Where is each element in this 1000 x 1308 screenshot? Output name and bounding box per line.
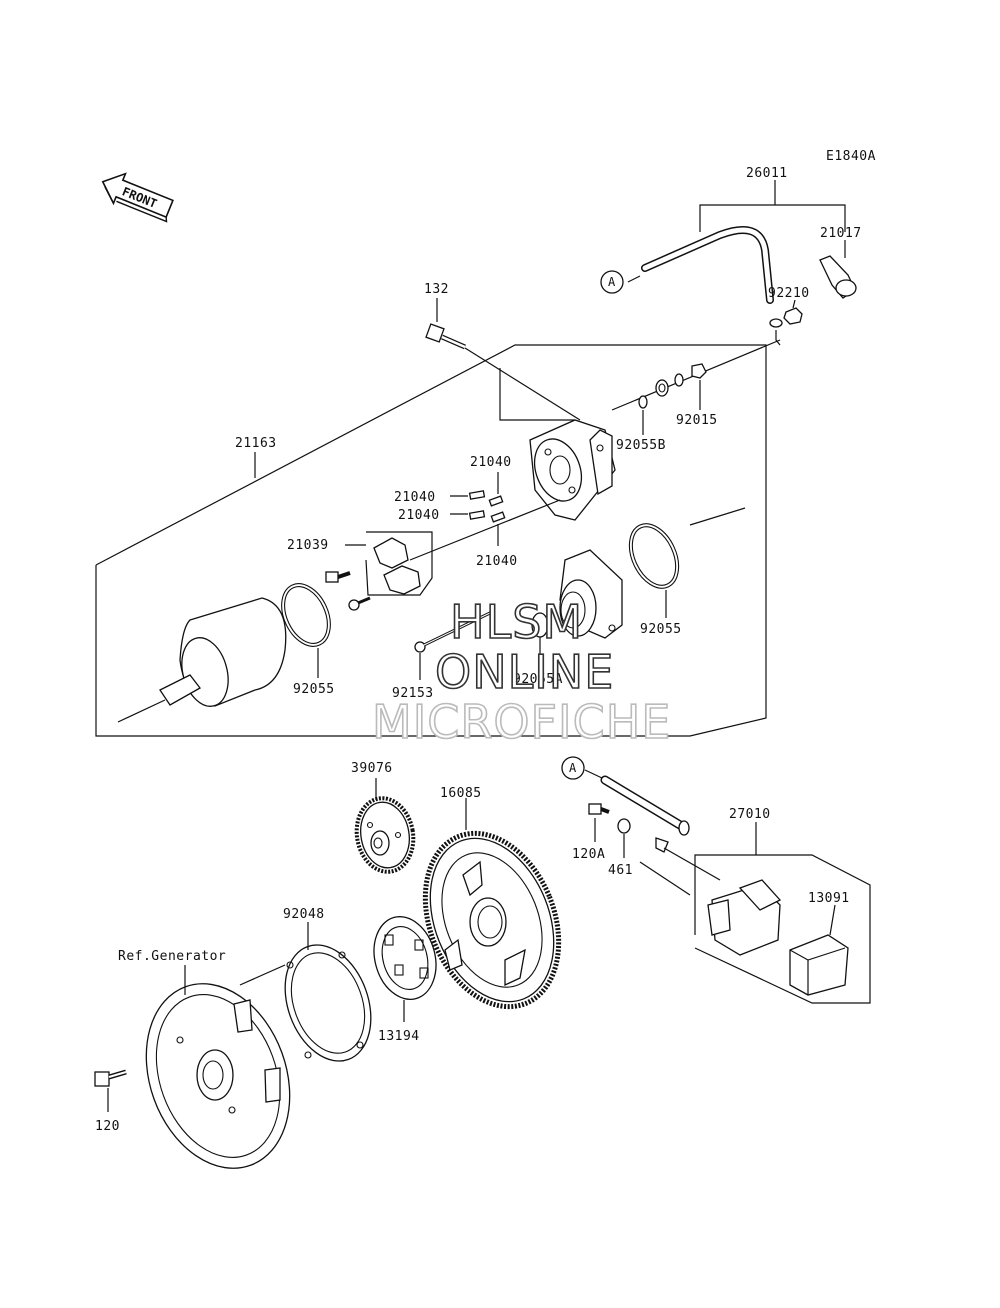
label-461: 461 (608, 863, 633, 878)
oring-92055-left (281, 583, 331, 647)
label-21039: 21039 (287, 538, 329, 553)
brush-holder-21039 (325, 531, 433, 611)
label-21040-bottom: 21040 (476, 554, 518, 569)
starter-gear-16085 (422, 798, 562, 1010)
label-21040-left2: 21040 (398, 508, 440, 523)
clutch-plate-92048 (239, 922, 372, 1062)
end-cover (529, 419, 616, 521)
brush-springs-21040 (409, 472, 561, 561)
assembly-box-21163 (95, 344, 767, 737)
label-120: 120 (95, 1119, 120, 1134)
bolt-120A (588, 803, 610, 842)
label-92055-left: 92055 (293, 682, 335, 697)
label-21040-top: 21040 (470, 455, 512, 470)
label-92055A: 92055A (513, 672, 563, 687)
label-120A: 120A (572, 847, 605, 862)
bolt-120 (94, 1069, 127, 1112)
starter-relay (707, 879, 782, 956)
label-92048: 92048 (283, 907, 325, 922)
starter-cable-26011 (627, 180, 857, 346)
watermark-line2: ONLINE (435, 645, 614, 699)
label-13091: 13091 (808, 891, 850, 906)
idle-gear-39076 (354, 778, 416, 874)
label-13194: 13194 (378, 1029, 420, 1044)
through-bolt-92153 (414, 610, 493, 680)
label-27010: 27010 (729, 807, 771, 822)
label-132: 132 (424, 282, 449, 297)
relay-cover-13091 (789, 904, 849, 996)
watermark-line3: MICROFICHE (372, 695, 671, 749)
label-16085: 16085 (440, 786, 482, 801)
generator-rotor (145, 965, 291, 1169)
label-92055B: 92055B (616, 438, 666, 453)
label-92210: 92210 (768, 286, 810, 301)
ref-marker-a-bottom: A (561, 756, 603, 780)
nut-461 (617, 818, 631, 834)
diagram-code: E1840A (826, 149, 876, 164)
oring-92055B (638, 395, 648, 409)
label-ref-generator: Ref.Generator (118, 949, 226, 964)
label-26011: 26011 (746, 166, 788, 181)
watermark-line1: HLSM (450, 595, 583, 649)
front-cover (559, 549, 623, 639)
label-21040-left1: 21040 (394, 490, 436, 505)
label-92153: 92153 (392, 686, 434, 701)
bolt-132 (425, 298, 581, 421)
label-39076: 39076 (351, 761, 393, 776)
starter-cable-lower (600, 775, 721, 881)
svg-text:A: A (608, 275, 616, 289)
oring-92055-right (628, 523, 680, 589)
ref-marker-a-top: A (600, 270, 624, 294)
washers-92015 (655, 363, 707, 410)
one-way-clutch-13194 (373, 916, 437, 1022)
label-92015: 92015 (676, 413, 718, 428)
svg-text:A: A (569, 761, 577, 775)
label-92055-right: 92055 (640, 622, 682, 637)
starter-housing (117, 597, 287, 723)
front-arrow-icon: FRONT (101, 172, 174, 223)
label-21163: 21163 (235, 436, 277, 451)
label-21017: 21017 (820, 226, 862, 241)
